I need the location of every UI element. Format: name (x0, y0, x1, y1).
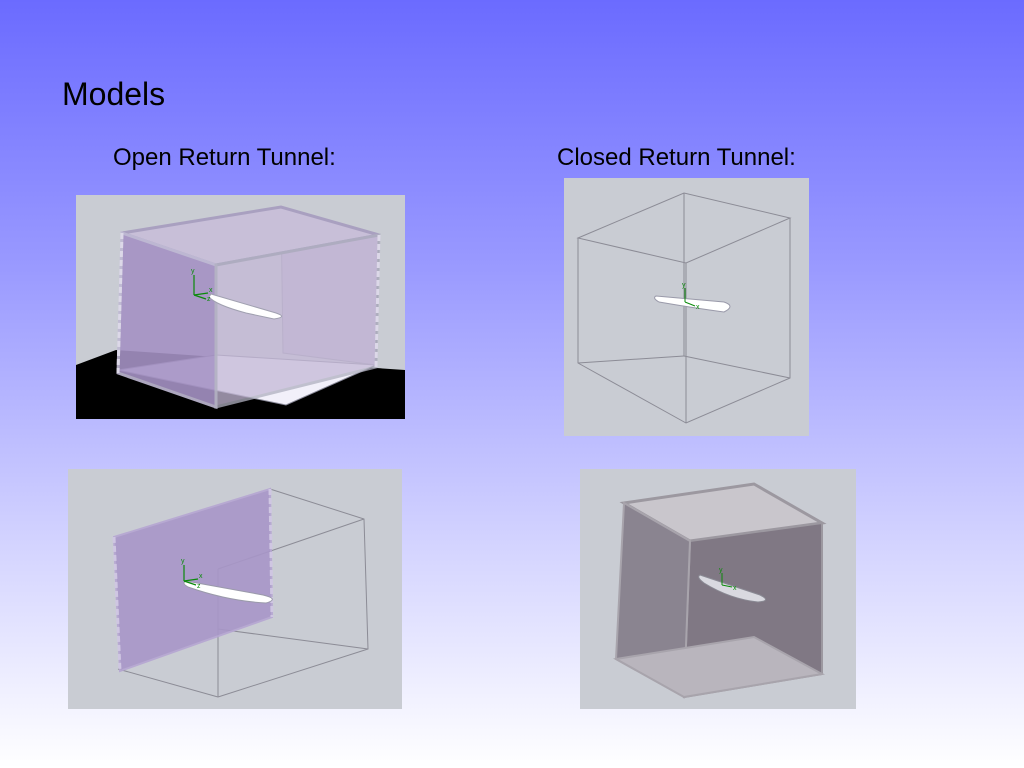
closed-tunnel-model-shaded: y x (580, 469, 856, 709)
svg-text:z: z (207, 296, 211, 303)
open-tunnel-model-shaded: y x z (76, 195, 405, 419)
closed-tunnel-model-wireframe: y x (564, 178, 809, 436)
svg-text:x: x (199, 573, 203, 580)
svg-text:y: y (181, 558, 185, 565)
svg-text:y: y (191, 268, 195, 275)
axis-triad-icon: y x z (181, 558, 203, 590)
svg-text:y: y (719, 567, 723, 574)
svg-text:z: z (197, 583, 201, 590)
slide-title: Models (62, 76, 166, 112)
axis-triad-icon: y x (719, 567, 737, 592)
axis-triad-icon: y x (682, 282, 700, 311)
axis-triad-icon: y x z (191, 268, 213, 303)
caption-open-return-tunnel: Open Return Tunnel: (113, 144, 336, 171)
svg-text:x: x (209, 287, 213, 294)
svg-text:y: y (682, 282, 686, 289)
caption-closed-return-tunnel: Closed Return Tunnel: (557, 144, 796, 171)
open-tunnel-model-inlet-view: y x z (68, 469, 402, 709)
svg-text:x: x (696, 304, 700, 311)
svg-text:x: x (733, 585, 737, 592)
